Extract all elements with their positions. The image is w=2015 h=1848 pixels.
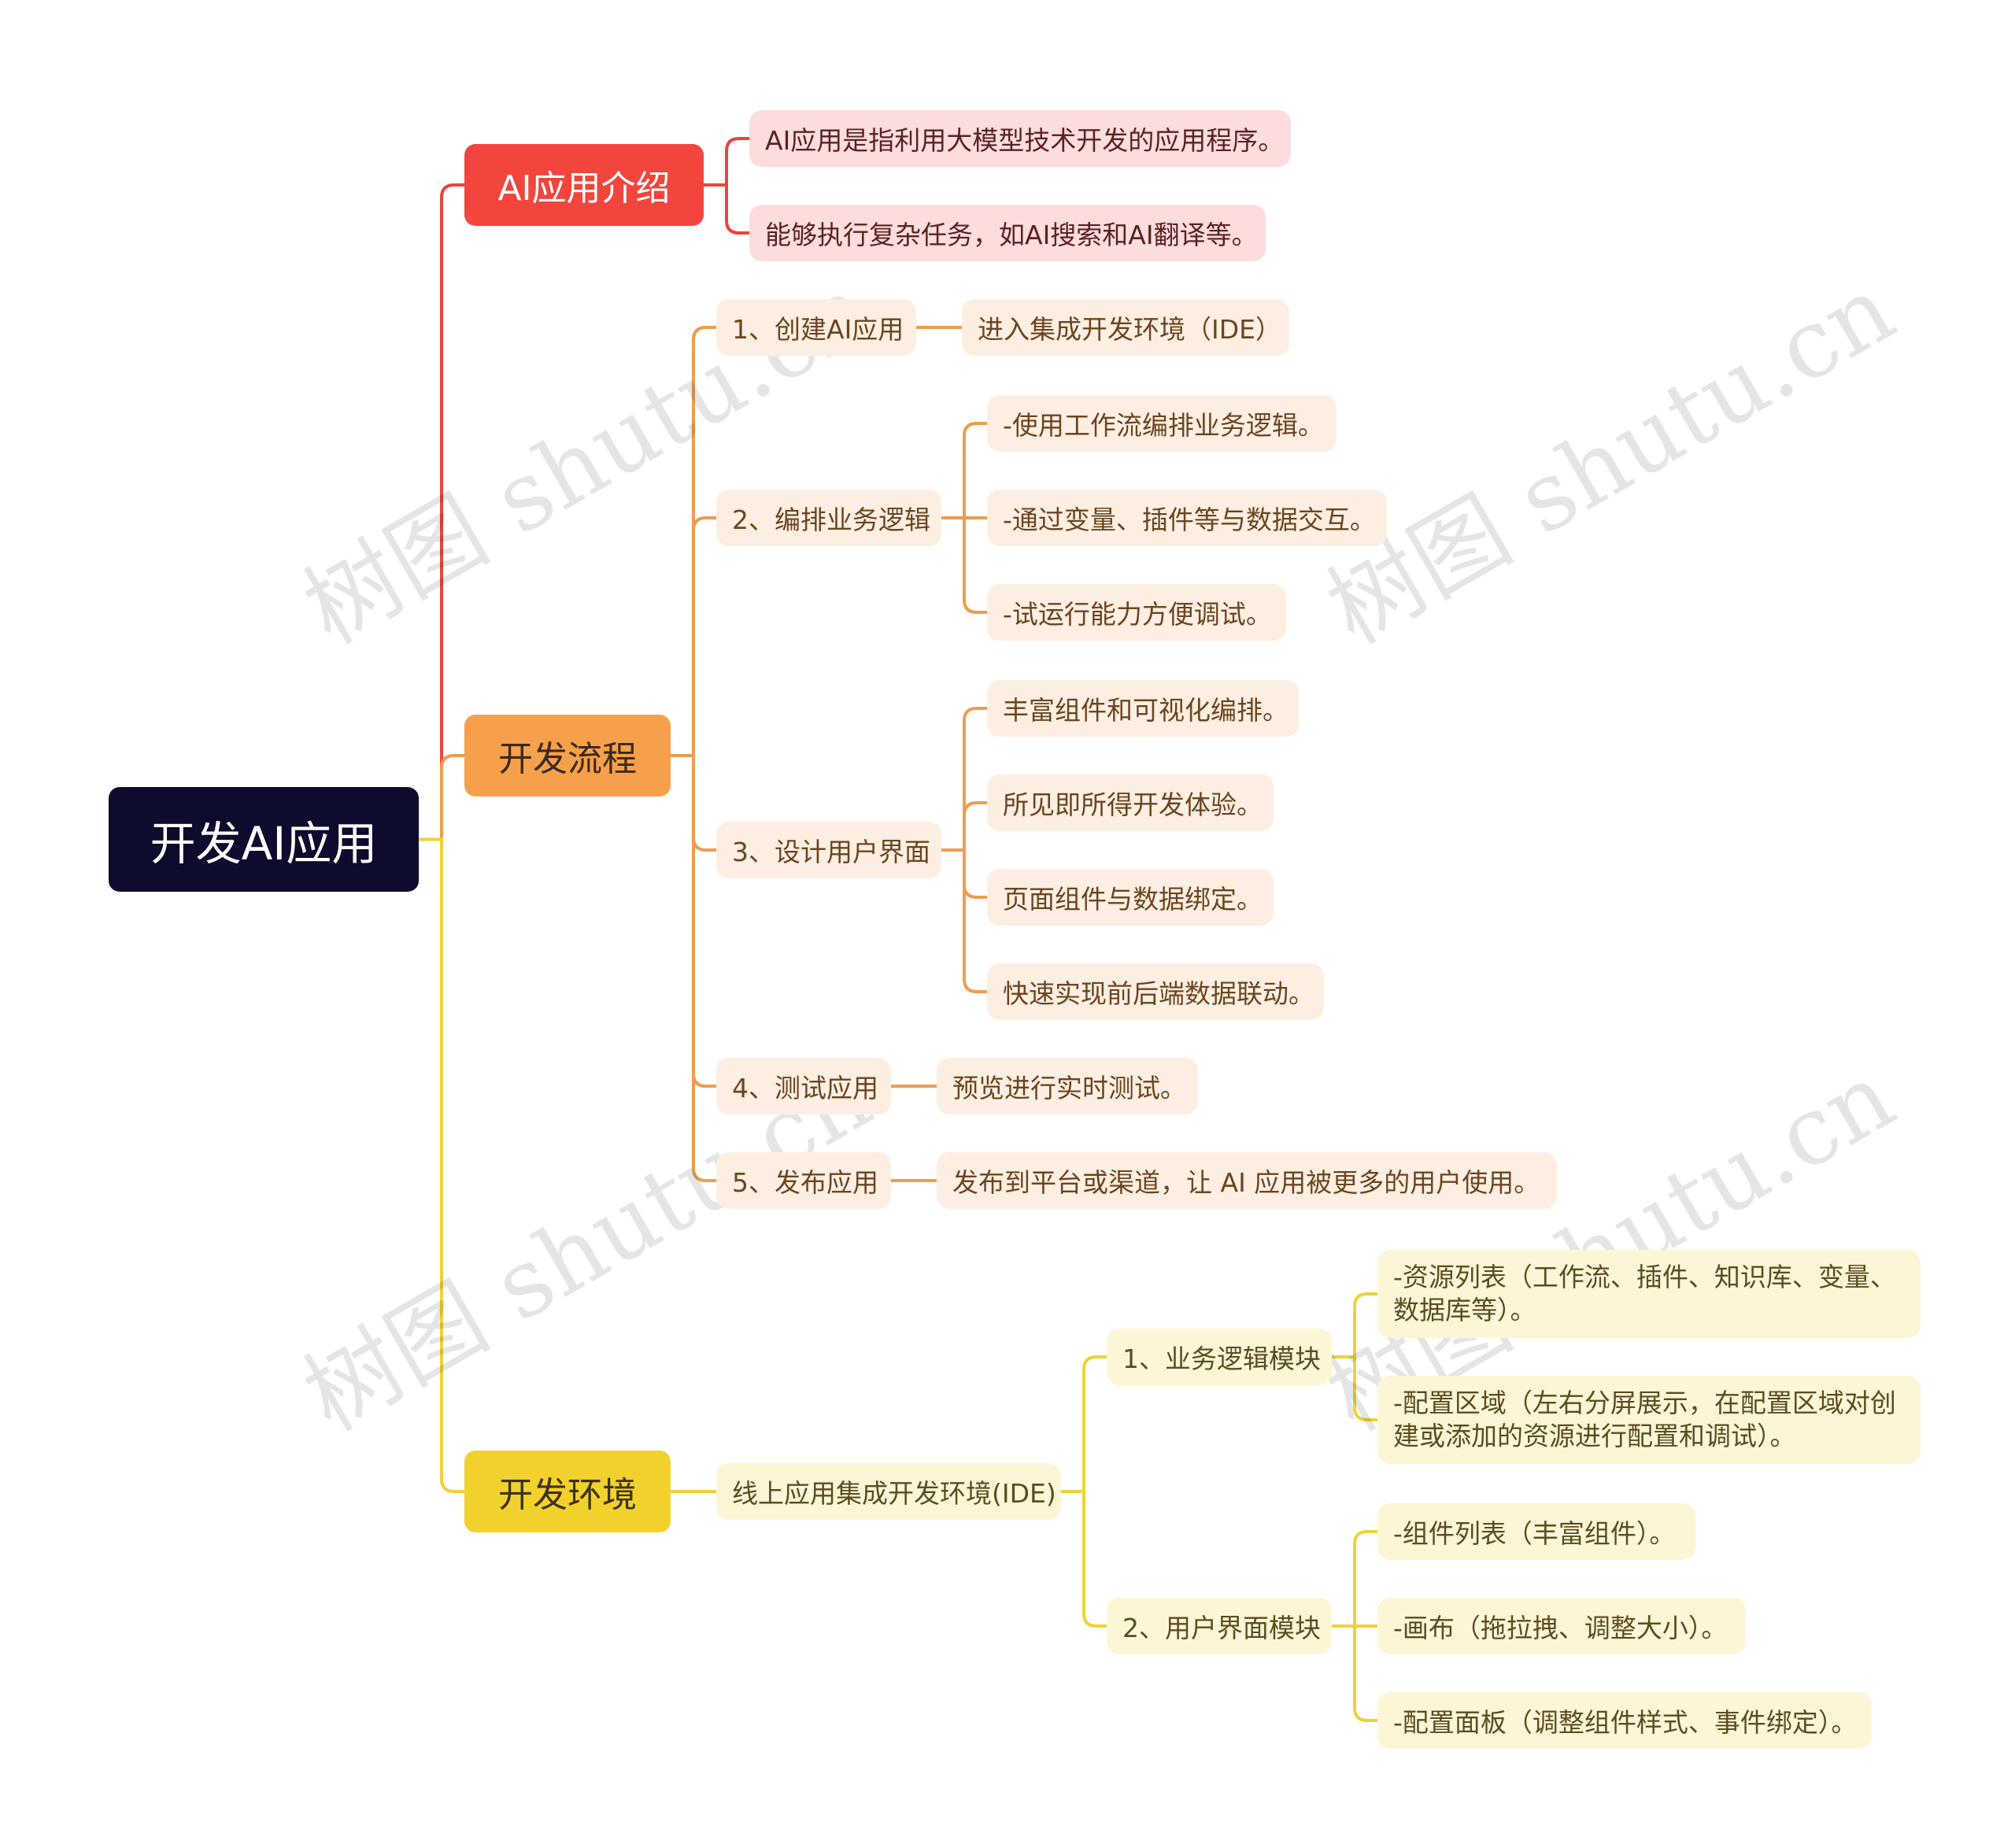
connector-line [417, 183, 466, 841]
connector-line [692, 326, 718, 757]
leaf-frontend-backend[interactable]: 快速实现前后端数据联动。 [987, 963, 1324, 1020]
connector-line [1353, 1355, 1379, 1421]
leaf-config-panel[interactable]: -配置面板（调整组件样式、事件绑定）。 [1377, 1692, 1872, 1749]
step-test-app[interactable]: 4、测试应用 [716, 1058, 891, 1114]
root-node[interactable]: 开发AI应用 [109, 787, 419, 892]
leaf-ai-capability[interactable]: 能够执行复杂任务，如AI搜索和AI翻译等。 [749, 205, 1266, 261]
connector-line [963, 801, 989, 852]
connector-line [963, 707, 989, 852]
connector-line [1082, 1355, 1108, 1493]
branch-dev-process[interactable]: 开发流程 [464, 715, 671, 796]
branch-dev-environment[interactable]: 开发环境 [464, 1451, 671, 1532]
leaf-variables-plugins[interactable]: -通过变量、插件等与数据交互。 [987, 490, 1387, 546]
leaf-workflow[interactable]: -使用工作流编排业务逻辑。 [987, 395, 1337, 452]
step-publish-app[interactable]: 5、发布应用 [716, 1152, 891, 1209]
connector-line [963, 516, 989, 614]
connector-line [963, 848, 989, 899]
connector-line [417, 837, 466, 1493]
module-business-logic[interactable]: 1、业务逻辑模块 [1107, 1329, 1332, 1385]
module-user-interface[interactable]: 2、用户界面模块 [1107, 1598, 1332, 1654]
connector-line [692, 754, 718, 852]
connector-line [725, 137, 751, 187]
step-orchestrate-logic[interactable]: 2、编排业务逻辑 [716, 490, 941, 546]
leaf-publish-channels[interactable]: 发布到平台或渠道，让 AI 应用被更多的用户使用。 [937, 1152, 1557, 1209]
leaf-preview-test[interactable]: 预览进行实时测试。 [937, 1058, 1198, 1114]
connector-line [963, 848, 989, 993]
leaf-canvas[interactable]: -画布（拖拉拽、调整大小）。 [1377, 1598, 1746, 1654]
connector-line [1353, 1624, 1379, 1722]
branch-ai-intro[interactable]: AI应用介绍 [464, 144, 704, 226]
leaf-ai-definition[interactable]: AI应用是指利用大模型技术开发的应用程序。 [749, 110, 1291, 167]
leaf-config-area[interactable]: -配置区域（左右分屏展示，在配置区域对创建或添加的资源进行配置和调试）。 [1377, 1376, 1921, 1464]
connector-line [692, 754, 718, 1182]
connector-line [1082, 1490, 1108, 1628]
leaf-data-binding[interactable]: 页面组件与数据绑定。 [987, 869, 1274, 926]
online-ide[interactable]: 线上应用集成开发环境(IDE) [716, 1463, 1061, 1520]
step-design-ui[interactable]: 3、设计用户界面 [716, 822, 941, 878]
connector-line [1353, 1530, 1379, 1628]
leaf-trial-run[interactable]: -试运行能力方便调试。 [987, 584, 1286, 641]
connector-line [725, 183, 751, 235]
leaf-wysiwyg[interactable]: 所见即所得开发体验。 [987, 774, 1274, 831]
connector-line [963, 422, 989, 519]
leaf-rich-components[interactable]: 丰富组件和可视化编排。 [987, 680, 1299, 737]
connector-line [692, 516, 718, 757]
leaf-enter-ide[interactable]: 进入集成开发环境（IDE） [962, 299, 1289, 356]
connector-line [1353, 1292, 1379, 1358]
leaf-component-list[interactable]: -组件列表（丰富组件）。 [1377, 1503, 1695, 1560]
leaf-resource-list[interactable]: -资源列表（工作流、插件、知识库、变量、数据库等）。 [1377, 1250, 1921, 1338]
connector-line [417, 754, 466, 841]
connector-line [692, 754, 718, 1088]
step-create-app[interactable]: 1、创建AI应用 [716, 299, 916, 356]
